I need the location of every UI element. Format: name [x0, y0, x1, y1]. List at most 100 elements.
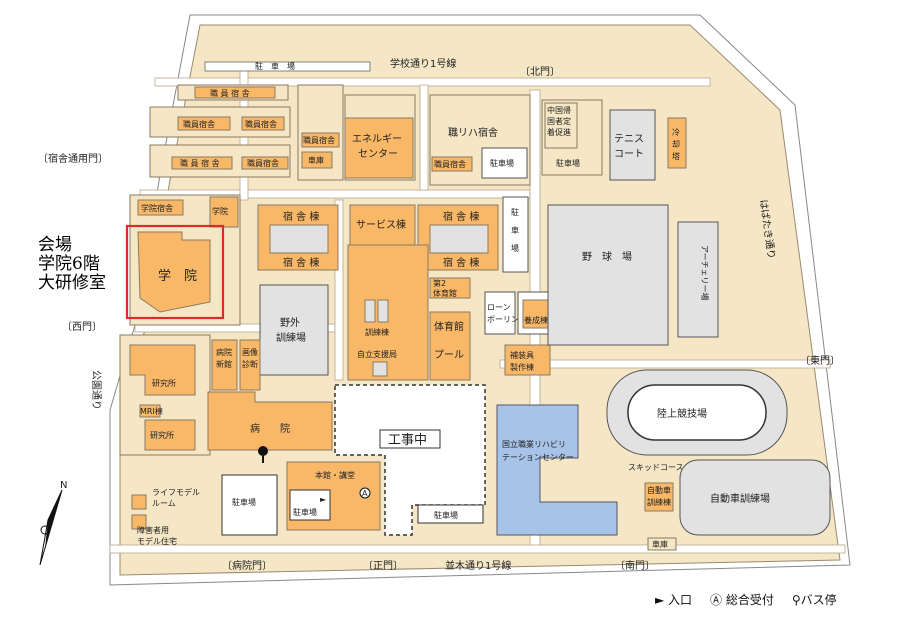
label-research-1: 研究所 — [152, 378, 176, 388]
label-parking-2: 駐車場 — [556, 158, 580, 168]
label-staff-dorm-g: 職員宿舎 — [434, 159, 466, 169]
internal-roads — [109, 69, 846, 554]
label-independence: 自立支援局 — [357, 349, 397, 359]
label-tennis: テニス — [614, 134, 644, 145]
svg-text:アーチェリー場: アーチェリー場 — [700, 245, 710, 301]
label-rehab-dorm: 職リハ宿舎 — [448, 126, 498, 139]
label-construction: 工事中 — [388, 433, 427, 448]
label-pool: プール — [434, 349, 464, 361]
label-training: 訓練棟 — [365, 327, 389, 337]
school-building — [137, 231, 211, 313]
svg-text:着促進: 着促進 — [547, 127, 571, 137]
svg-text:場: 場 — [511, 243, 519, 253]
label-orthotics: 養成棟 — [524, 315, 548, 325]
gate-north: 〔北門〕 — [520, 66, 560, 78]
label-hospital: 病 院 — [250, 422, 290, 435]
svg-text:却: 却 — [672, 139, 680, 149]
label-parking-3: 駐 — [511, 207, 519, 217]
legend-entrance: ► 入口 — [655, 592, 693, 607]
label-dorm-bldg-2: 宿 舎 棟 — [283, 256, 319, 269]
map-legend: ► 入口 Ⓐ 総合受付 ⚲バス停 — [655, 588, 915, 610]
entrance-icon: ► — [320, 495, 327, 504]
label-staff-dorm-f: 職員宿舎 — [303, 135, 335, 145]
svg-text:塔: 塔 — [672, 151, 680, 161]
svg-text:製作棟: 製作棟 — [510, 362, 534, 372]
label-cooling: 冷 — [672, 127, 680, 137]
svg-text:ボーリング場: ボーリング場 — [487, 314, 535, 324]
label-school-dorm: 学院宿舎 — [141, 203, 173, 213]
label-vocational: 国立職業リハビリ — [502, 439, 566, 449]
venue-line-1: 会場 — [38, 235, 72, 255]
label-garage: 車庫 — [308, 155, 324, 165]
label-staff-dorm-b: 職員宿舎 — [183, 119, 215, 129]
label-staff-dorm-d: 職 員 宿 舎 — [180, 158, 220, 168]
svg-text:体育館: 体育館 — [433, 288, 457, 298]
gate-east: 〔東門〕 — [800, 354, 840, 367]
label-skid: スキッドコース — [628, 463, 684, 472]
research-building-1 — [129, 344, 196, 396]
svg-text:テーションセンター: テーションセンター — [502, 453, 574, 462]
label-driving: 自動車訓練場 — [710, 492, 770, 505]
north-label: N — [60, 480, 67, 491]
bus-icon: ⚲ — [791, 592, 801, 607]
label-school-dorm2: 学院 — [212, 206, 228, 216]
label-driving-bldg: 自動車 — [647, 485, 671, 495]
label-garage2: 車庫 — [652, 539, 668, 549]
gate-dorm: 〔宿舎通用門〕 — [38, 152, 108, 165]
label-support-center: 中国帰 — [547, 105, 571, 115]
label-track: 陸上競技場 — [657, 407, 707, 420]
svg-text:コート: コート — [614, 149, 644, 160]
label-disabled-model: 障害者用 — [137, 525, 169, 535]
label-staff-dorm-a: 職 員 宿 舎 — [210, 88, 250, 98]
label-equipment: 補装具 — [510, 350, 534, 360]
gate-hospital: 〔病院門〕 — [222, 559, 272, 572]
svg-text:訓練場: 訓練場 — [276, 331, 306, 344]
label-dorm-bldg-1: 宿 舎 棟 — [283, 210, 319, 223]
label-parking-5: 駐車場 — [232, 497, 256, 507]
label-mri: MRI棟 — [140, 406, 163, 416]
label-parking-6: 駐車場 — [293, 507, 317, 517]
label-research-2: 研究所 — [150, 430, 174, 440]
label-baseball: 野 球 場 — [582, 250, 632, 263]
svg-text:車: 車 — [511, 225, 519, 235]
reception-icon: A — [362, 489, 368, 498]
gate-main: 〔正門〕 — [363, 560, 403, 572]
svg-text:モデル住宅: モデル住宅 — [137, 536, 177, 546]
gate-south: 〔南門〕 — [615, 559, 655, 572]
venue-callout: 会場 学院6階 大研修室 — [38, 236, 128, 293]
label-staff-dorm-e: 職員宿舎 — [247, 158, 279, 168]
label-hospital-new: 病院 — [216, 347, 232, 357]
label-gym: 体育館 — [434, 320, 464, 333]
venue-highlight — [125, 224, 225, 320]
svg-text:国者定: 国者定 — [547, 116, 571, 126]
svg-text:訓練棟: 訓練棟 — [647, 497, 671, 507]
label-service: サービス棟 — [356, 218, 406, 231]
construction-zone — [334, 384, 486, 536]
label-parking-4: 駐車場 — [434, 510, 458, 520]
vocational-center — [496, 404, 618, 536]
hospital-building — [207, 391, 333, 451]
label-energy: エネルギー — [352, 133, 402, 145]
svg-text:センター: センター — [358, 148, 398, 160]
gate-west: 〔西門〕 — [62, 321, 102, 333]
legend-bus: ⚲バス停 — [791, 592, 837, 607]
staff-dorm-block: 職 員 宿 舎 職員宿舎 職員宿舎 職 員 宿 舎 職員宿舎 — [149, 84, 291, 178]
label-bowling: ローン — [487, 303, 511, 312]
label-namiki-road: 並木通り1号線 — [445, 559, 511, 572]
venue-line-3: 大研修室 — [38, 273, 106, 293]
label-archery: アーチェリー場 — [700, 245, 710, 301]
label-dorm-bldg-3: 宿 舎 棟 — [443, 210, 479, 223]
venue-line-2: 学院6階 — [38, 254, 100, 274]
label-staff-dorm-c: 職員宿舎 — [245, 119, 277, 129]
label-gym2: 第2 — [433, 278, 446, 288]
label-outdoor: 野外 — [280, 317, 300, 329]
bus-stop-icon — [262, 455, 264, 463]
legend-reception: Ⓐ 総合受付 — [710, 592, 774, 607]
label-life-model: ライフモデル — [152, 487, 200, 497]
label-school-road: 学校通り1号線 — [390, 57, 456, 70]
label-parking-1: 駐車場 — [490, 158, 514, 168]
label-dorm-bldg-4: 宿 舎 棟 — [443, 256, 479, 269]
svg-text:診断: 診断 — [242, 359, 258, 369]
svg-text:公園通り: 公園通り — [90, 370, 102, 410]
